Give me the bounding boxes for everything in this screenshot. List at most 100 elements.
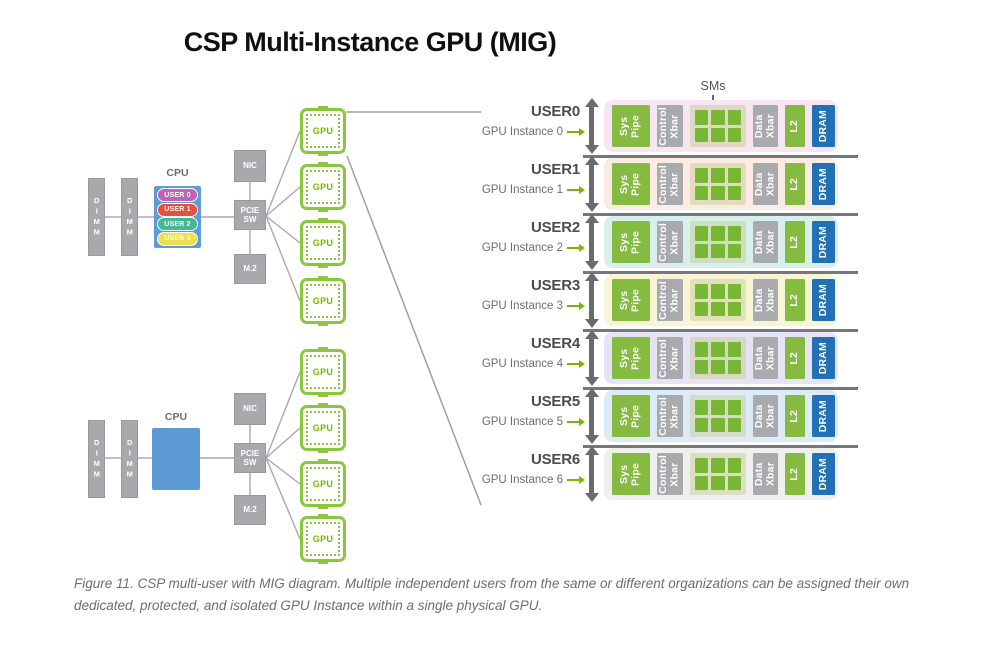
gpu-chip-label: GPU	[311, 182, 335, 192]
user-name-label: USER2	[530, 219, 580, 236]
dimm-module: DIMM	[121, 420, 138, 498]
l2-box: L2	[785, 221, 805, 263]
mig-instance-row: USER4 GPU Instance 4 Sys Pipe Control Xb…	[480, 330, 858, 390]
mig-instance-row: USER6 GPU Instance 6 Sys Pipe Control Xb…	[480, 446, 858, 506]
right-arrow-icon	[567, 360, 585, 368]
gpu-instance-block: Sys Pipe Control Xbar Data Xbar L2 DRAM	[604, 274, 838, 326]
data-xbar-box: Data Xbar	[753, 279, 778, 321]
dimm-label: DIMM	[125, 196, 135, 238]
gpu-instance-block: Sys Pipe Control Xbar Data Xbar L2 DRAM	[604, 332, 838, 384]
control-xbar-box: Control Xbar	[657, 279, 683, 321]
updown-arrow-icon	[584, 156, 599, 212]
gpu-chip: GPU	[300, 403, 346, 453]
chip-pin-ring	[306, 114, 340, 148]
gpu-chip-label: GPU	[311, 534, 335, 544]
sys-pipe-box: Sys Pipe	[612, 337, 650, 379]
gpu-instance-label: GPU Instance 2	[481, 242, 563, 254]
right-arrow-icon	[567, 128, 585, 136]
sys-pipe-box: Sys Pipe	[612, 395, 650, 437]
data-xbar-box: Data Xbar	[753, 105, 778, 147]
updown-arrow-icon	[584, 98, 599, 154]
sm-grid	[690, 105, 746, 147]
dram-box: DRAM	[812, 395, 835, 437]
data-xbar-box: Data Xbar	[753, 337, 778, 379]
dram-box: DRAM	[812, 221, 835, 263]
gpu-chip: GPU	[300, 106, 346, 156]
dimm-label: DIMM	[92, 196, 102, 238]
l2-box: L2	[785, 105, 805, 147]
control-xbar-box: Control Xbar	[657, 453, 683, 495]
gpu-chip-label: GPU	[311, 296, 335, 306]
sms-callout-label: SMs	[700, 79, 726, 93]
gpu-instance-label: GPU Instance 0	[481, 126, 563, 138]
sys-pipe-box: Sys Pipe	[612, 163, 650, 205]
data-xbar-box: Data Xbar	[753, 395, 778, 437]
sm-grid	[690, 221, 746, 263]
gpu-chip-label: GPU	[311, 126, 335, 136]
right-arrow-icon	[567, 476, 585, 484]
diagram-title: CSP Multi-Instance GPU (MIG)	[183, 27, 557, 57]
pcie-switch-box: PCIE SW	[234, 200, 266, 230]
data-xbar-box: Data Xbar	[753, 221, 778, 263]
cpu-box-multi-user: USER 0 USER 1 USER 2 USER 3	[154, 186, 201, 248]
user-badge: USER 3	[157, 231, 198, 246]
gpu-chip: GPU	[300, 162, 346, 212]
chip-pin-ring	[306, 522, 340, 556]
dimm-label: DIMM	[92, 438, 102, 480]
gpu-chip-label: GPU	[311, 479, 335, 489]
sm-grid	[690, 163, 746, 205]
sm-grid	[690, 279, 746, 321]
dram-box: DRAM	[812, 453, 835, 495]
chip-pin-ring	[306, 226, 340, 260]
dimm-module: DIMM	[88, 178, 105, 256]
user-name-label: USER1	[530, 161, 580, 178]
gpu-chip: GPU	[300, 347, 346, 397]
user-badge: USER 2	[157, 217, 198, 232]
user-name-label: USER4	[530, 335, 580, 352]
gpu-instance-label: GPU Instance 6	[481, 474, 563, 486]
mig-instance-row: USER2 GPU Instance 2 Sys Pipe Control Xb…	[480, 214, 858, 274]
l2-box: L2	[785, 279, 805, 321]
gpu-instance-block: Sys Pipe Control Xbar Data Xbar L2 DRAM	[604, 216, 838, 268]
gpu-instance-label: GPU Instance 4	[481, 358, 563, 370]
cpu-label: CPU	[166, 167, 189, 179]
control-xbar-box: Control Xbar	[657, 105, 683, 147]
right-arrow-icon	[567, 302, 585, 310]
l2-box: L2	[785, 453, 805, 495]
cpu-label: CPU	[164, 411, 188, 423]
sm-grid	[690, 395, 746, 437]
control-xbar-box: Control Xbar	[657, 163, 683, 205]
dram-box: DRAM	[812, 163, 835, 205]
chip-pin-ring	[306, 355, 340, 389]
sys-pipe-box: Sys Pipe	[612, 221, 650, 263]
gpu-instance-block: Sys Pipe Control Xbar Data Xbar L2 DRAM	[604, 448, 838, 500]
right-arrow-icon	[567, 418, 585, 426]
mig-instance-row: USER5 GPU Instance 5 Sys Pipe Control Xb…	[480, 388, 858, 448]
user-name-label: USER3	[530, 277, 580, 294]
m2-box: M.2	[234, 495, 266, 525]
control-xbar-box: Control Xbar	[657, 395, 683, 437]
updown-arrow-icon	[584, 330, 599, 386]
gpu-chip-label: GPU	[311, 423, 335, 433]
gpu-chip: GPU	[300, 276, 346, 326]
updown-arrow-icon	[584, 272, 599, 328]
nic-box: NIC	[234, 150, 266, 182]
updown-arrow-icon	[584, 446, 599, 502]
mig-instance-row: USER1 GPU Instance 1 Sys Pipe Control Xb…	[480, 156, 858, 216]
sys-pipe-box: Sys Pipe	[612, 453, 650, 495]
data-xbar-box: Data Xbar	[753, 163, 778, 205]
sm-grid	[690, 337, 746, 379]
gpu-instance-block: Sys Pipe Control Xbar Data Xbar L2 DRAM	[604, 158, 838, 210]
l2-box: L2	[785, 395, 805, 437]
control-xbar-box: Control Xbar	[657, 337, 683, 379]
sys-pipe-box: Sys Pipe	[612, 105, 650, 147]
gpu-instance-label: GPU Instance 5	[481, 416, 563, 428]
gpu-instance-block: Sys Pipe Control Xbar Data Xbar L2 DRAM	[604, 390, 838, 442]
gpu-chip: GPU	[300, 514, 346, 564]
gpu-chip-label: GPU	[311, 238, 335, 248]
sys-pipe-box: Sys Pipe	[612, 279, 650, 321]
control-xbar-box: Control Xbar	[657, 221, 683, 263]
dram-box: DRAM	[812, 337, 835, 379]
gpu-chip-label: GPU	[311, 367, 335, 377]
